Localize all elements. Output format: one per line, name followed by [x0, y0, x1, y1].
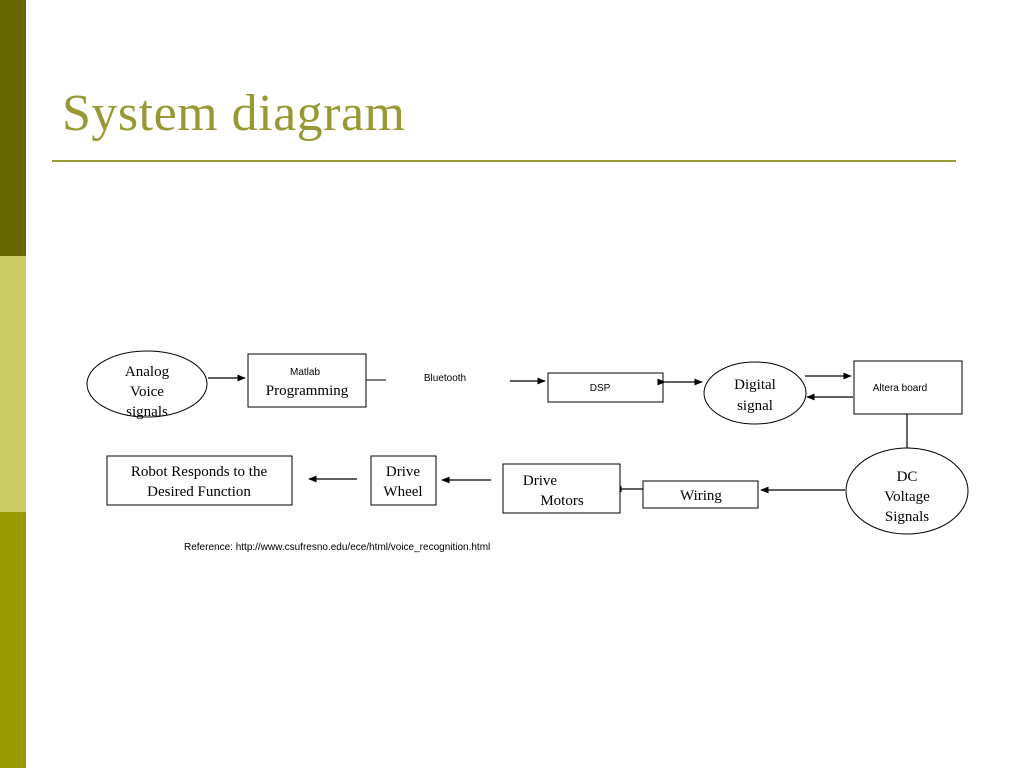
altera-board-node: Altera board — [853, 360, 963, 415]
sidebar-segment-olive — [0, 512, 26, 768]
drive-wheel-node: Drive Wheel — [370, 455, 437, 506]
reference-text: Reference: http://www.csufresno.edu/ece/… — [184, 542, 490, 553]
robot-responds-node: Robot Responds to the Desired Function — [106, 455, 293, 506]
robot-label-2: Desired Function — [147, 484, 251, 500]
analog-label-3: signals — [126, 404, 168, 420]
sidebar-accent — [0, 0, 26, 768]
dc-label-3: Signals — [885, 509, 929, 525]
sidebar-segment-dark — [0, 0, 26, 256]
analog-voice-node: Analog Voice signals — [86, 350, 208, 420]
wiring-label: Wiring — [680, 488, 722, 504]
motors-label-1: Drive — [523, 473, 557, 489]
dc-label-2: Voltage — [884, 489, 930, 505]
matlab-programming-node: Matlab Programming — [247, 353, 367, 408]
drive-motors-node: Drive Motors — [502, 463, 621, 514]
dsp-label: DSP — [590, 383, 611, 394]
programming-label: Programming — [266, 383, 349, 399]
dc-voltage-node: DC Voltage Signals — [845, 447, 969, 535]
digital-label-1: Digital — [734, 377, 776, 393]
dc-label-1: DC — [897, 469, 918, 485]
digital-label-2: signal — [737, 398, 773, 414]
analog-label-1: Analog — [125, 364, 170, 380]
matlab-label: Matlab — [290, 367, 320, 378]
wheel-label-1: Drive — [386, 464, 420, 480]
dsp-node: DSP — [547, 372, 664, 403]
title-underline — [52, 160, 956, 162]
altera-label: Altera board — [873, 383, 927, 394]
analog-label-2: Voice — [130, 384, 164, 400]
digital-signal-node: Digital signal — [703, 361, 807, 425]
bluetooth-label: Bluetooth — [424, 373, 466, 384]
wheel-label-2: Wheel — [383, 484, 422, 500]
wiring-node: Wiring — [642, 480, 759, 509]
slide-title: System diagram — [62, 85, 406, 142]
robot-label-1: Robot Responds to the — [131, 464, 268, 480]
motors-label-2: Motors — [540, 493, 584, 509]
sidebar-segment-light — [0, 256, 26, 512]
